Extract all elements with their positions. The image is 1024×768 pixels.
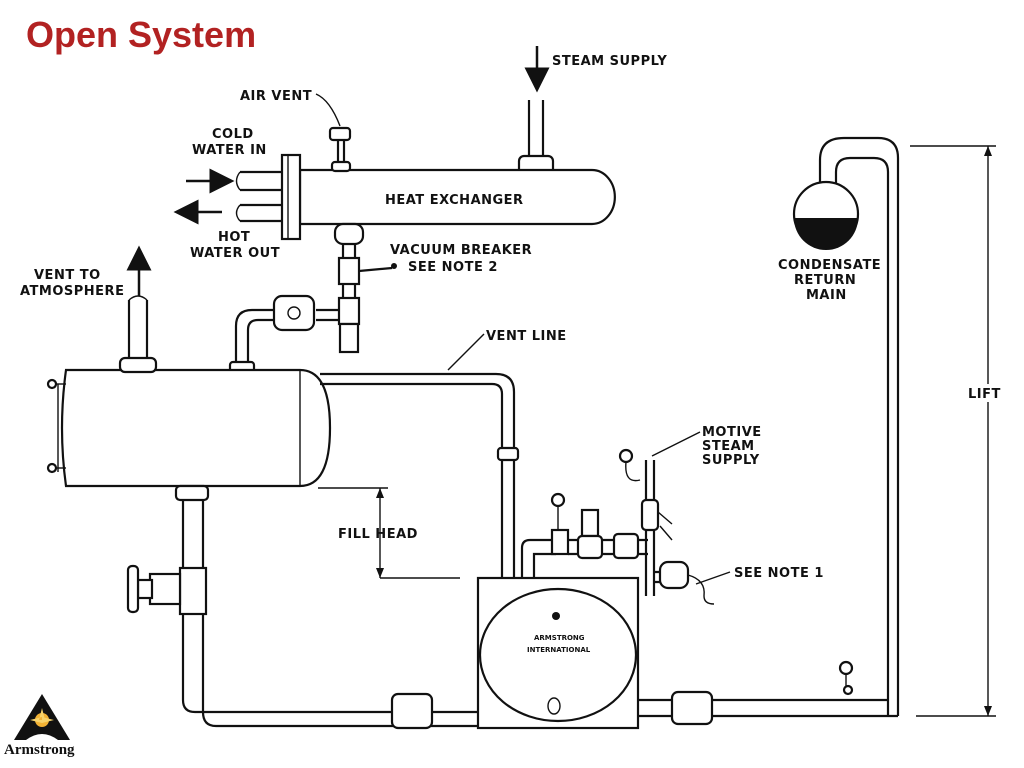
steam-trap (228, 294, 339, 374)
air-vent-valve (315, 93, 352, 173)
vacuum-breaker-line2: SEE NOTE 2 (408, 260, 498, 275)
vent-to-atmosphere-pipe (118, 245, 158, 374)
armstrong-logo-mark (14, 694, 70, 740)
cold-water-in-label: COLD WATER IN (192, 127, 267, 158)
pump-badge: ARMSTRONG INTERNATIONAL (527, 627, 591, 654)
vent-atm-line2: ATMOSPHERE (20, 284, 124, 299)
vacuum-breaker-line1: VACUUM BREAKER (390, 243, 532, 258)
armstrong-logo (14, 694, 70, 740)
pump-body (476, 576, 640, 730)
motive-steam-line3: SUPPLY (702, 453, 760, 468)
cold-water-line1: COLD (212, 127, 254, 142)
heat-exchanger (280, 153, 616, 241)
motive-steam-line1: MOTIVE (702, 425, 762, 440)
bottom-piping (181, 660, 898, 730)
lift-dimension (910, 145, 1010, 717)
condensate-line3: MAIN (806, 288, 847, 303)
gate-valve (126, 564, 208, 616)
fill-head-dimension (318, 487, 460, 579)
vent-atm-line1: VENT TO (34, 268, 101, 283)
motive-steam-piping (520, 448, 731, 605)
lift-label: LIFT (968, 387, 1001, 402)
outlet-gauge (838, 660, 854, 696)
see-note-1-label: SEE NOTE 1 (734, 566, 824, 581)
cold-water-line2: WATER IN (192, 143, 267, 158)
slide-title: Open System (26, 14, 257, 55)
steam-supply-pipe (517, 100, 555, 176)
fill-head-label: FILL HEAD (338, 527, 418, 542)
receiver-tank (46, 368, 332, 488)
motive-steam-line2: STEAM (702, 439, 755, 454)
lift-riser-pipe (818, 136, 900, 716)
steam-supply-label: STEAM SUPPLY (552, 54, 667, 69)
hot-water-line2: WATER OUT (190, 246, 280, 261)
pump-badge-line2: INTERNATIONAL (527, 646, 591, 654)
armstrong-logo-text: Armstrong (4, 742, 75, 758)
condensate-line2: RETURN (794, 273, 856, 288)
condensate-return-main-label: CONDENSATE RETURN MAIN (778, 258, 886, 303)
motive-steam-leader (651, 431, 701, 457)
vent-line (320, 333, 520, 578)
heat-exchanger-label: HEAT EXCHANGER (385, 193, 524, 208)
hot-water-out-label: HOT WATER OUT (190, 230, 280, 261)
vacuum-breaker-assembly (333, 222, 397, 354)
vent-line-label: VENT LINE (486, 329, 567, 344)
water-connections (235, 170, 282, 223)
condensate-line1: CONDENSATE (778, 258, 881, 273)
condensate-return-main (792, 180, 860, 250)
vacuum-breaker-label: VACUUM BREAKER SEE NOTE 2 (390, 243, 537, 275)
air-vent-label: AIR VENT (240, 89, 312, 104)
hot-water-line1: HOT (218, 230, 250, 245)
pump-badge-line1: ARMSTRONG (534, 634, 585, 642)
vent-to-atmosphere-label: VENT TO ATMOSPHERE (20, 268, 124, 299)
motive-steam-supply-label: MOTIVE STEAM SUPPLY (702, 425, 767, 468)
